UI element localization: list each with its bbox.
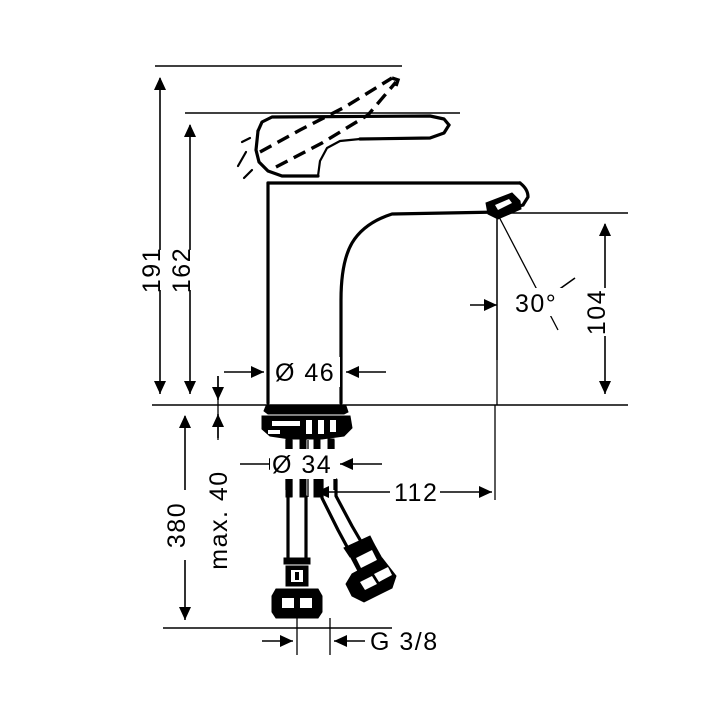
dimension-thread-label: G 3/8	[370, 628, 439, 656]
dimension-max-40-label: max. 40	[205, 470, 233, 569]
dimension-diameter-34: Ø 34	[240, 440, 382, 490]
hose-connector-left	[271, 588, 323, 619]
dimension-380-label: 380	[163, 502, 191, 548]
dimension-104: 104	[583, 223, 611, 394]
mixer-body-outline	[236, 114, 530, 405]
lever-handle-open-position	[259, 76, 401, 169]
dimension-112-label: 112	[394, 479, 438, 507]
flexible-hose-left	[283, 495, 311, 587]
dimension-380: 380	[163, 415, 191, 620]
aerator-inner-detail	[495, 199, 512, 210]
dimension-max-40: max. 40	[205, 376, 233, 570]
dimension-angle-30: 30°	[470, 212, 576, 360]
dimension-thread-g38: G 3/8	[262, 618, 439, 656]
dimension-104-label: 104	[583, 289, 611, 335]
dimension-191-label: 191	[138, 247, 166, 293]
dimension-191: 191	[138, 77, 166, 394]
dimension-diameter-34-label: Ø 34	[272, 451, 332, 479]
dimension-112: 112	[316, 478, 492, 507]
dimension-162-label: 162	[168, 247, 196, 293]
dimension-angle-label: 30°	[515, 290, 557, 318]
dimension-diameter-46-label: Ø 46	[275, 359, 335, 387]
hose-connector-right	[345, 557, 397, 603]
dimension-162: 162	[168, 124, 196, 394]
dimension-diameter-46: Ø 46	[224, 357, 386, 405]
escutcheon-base	[261, 405, 353, 440]
